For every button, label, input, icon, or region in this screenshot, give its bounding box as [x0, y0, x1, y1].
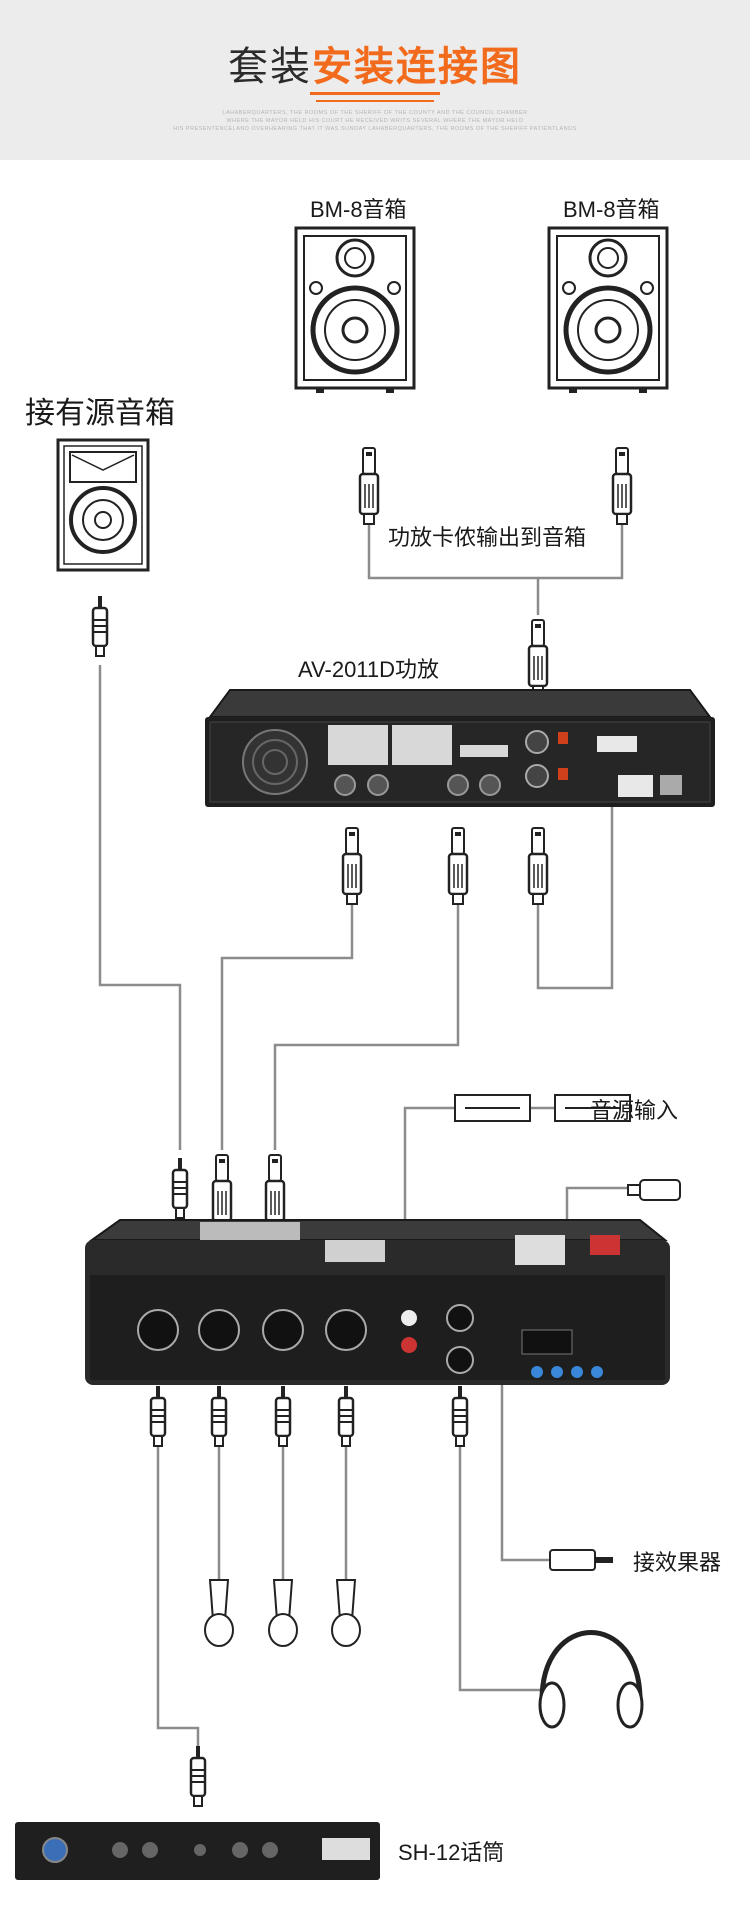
bm8-speaker-right	[549, 228, 667, 393]
microphones	[204, 1579, 361, 1647]
amplifier-device	[205, 689, 715, 807]
receiver-device	[15, 1822, 380, 1880]
speaker-right-label: BM-8音箱	[563, 197, 660, 222]
fine-print-1: LAHABERQUARTERS, THE ROOMS OF THE SHERIF…	[222, 110, 528, 116]
title-underline-2	[316, 100, 434, 102]
active-speaker-label: 接有源音箱	[25, 397, 175, 430]
audio-source-label: 音源输入	[590, 1098, 679, 1123]
mixer-device	[85, 1219, 670, 1385]
page-title: 套装安装连接图	[0, 34, 750, 92]
fine-print-2: WHERE THE MAYOR HELD HIS COURT HE RECEIV…	[226, 118, 524, 124]
amplifier-label: AV-2011D功放	[298, 657, 440, 682]
active-speaker-icon	[56, 438, 150, 572]
rca-cable-icon	[454, 1094, 631, 1122]
header-banner: 套装安装连接图 LAHABERQUARTERS, THE ROOMS OF TH…	[0, 0, 750, 160]
title-part-2: 安装连接图	[312, 45, 522, 89]
title-part-1: 套装	[228, 45, 312, 89]
speaker-left-label: BM-8音箱	[310, 197, 407, 222]
microphone-receiver-label: SH-12话筒	[398, 1840, 505, 1865]
wires	[98, 515, 630, 1755]
effects-plug-icon	[549, 1549, 613, 1571]
headphones-icon	[538, 1630, 644, 1729]
fine-print-3: HIS PRESENTENCELAND OVERHEARING THAT IT …	[173, 126, 577, 132]
effects-label: 接效果器	[633, 1550, 722, 1575]
usb-drive-icon	[627, 1179, 681, 1201]
title-underline	[310, 92, 440, 95]
amp-output-label: 功放卡侬输出到音箱	[388, 525, 587, 550]
bm8-speaker-left	[296, 228, 414, 393]
